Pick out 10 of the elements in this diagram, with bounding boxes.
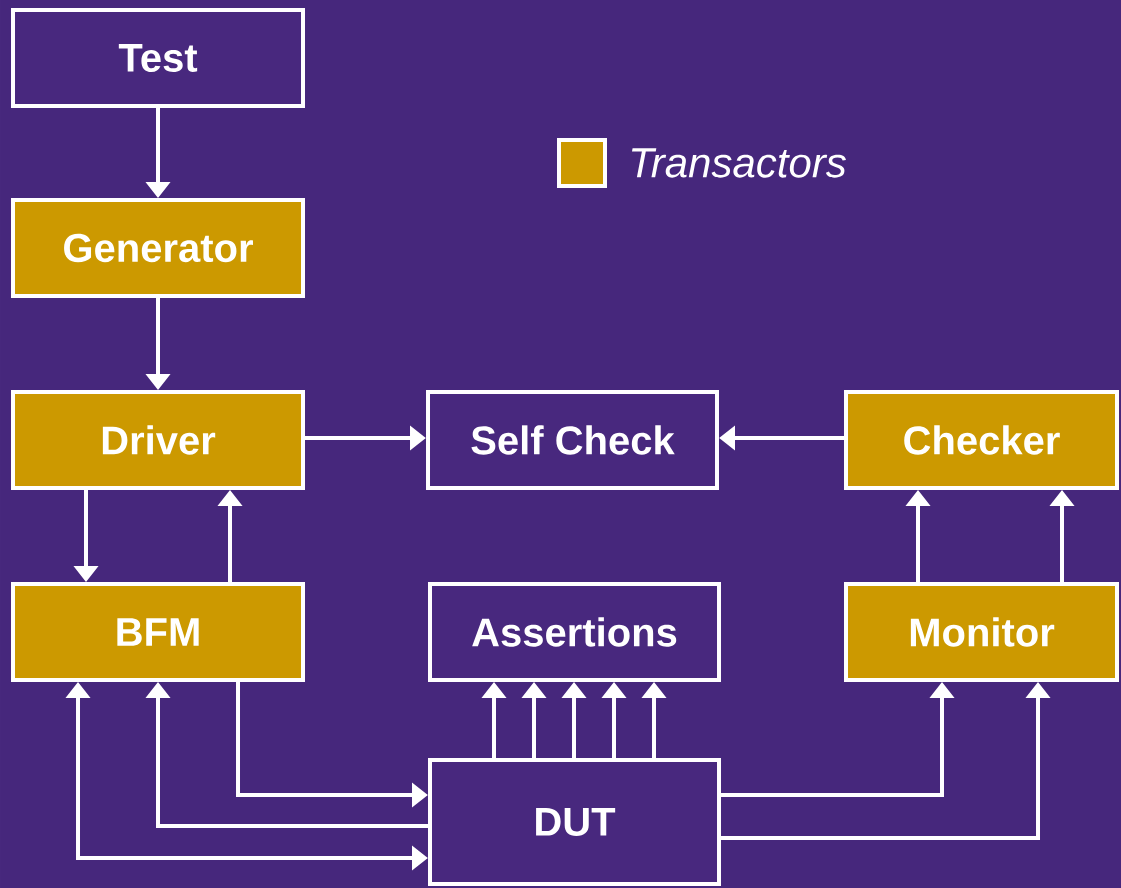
process-box: Assertions [428,582,721,682]
process-box: BFM [11,582,305,682]
process-box: Monitor [844,582,1119,682]
process-box: Driver [11,390,305,490]
process-box: Checker [844,390,1119,490]
process-box: DUT [428,758,721,886]
process-box: Test [11,8,305,108]
process-box: Self Check [426,390,719,490]
legend-text: Transactors [632,148,846,178]
process-box: Generator [11,198,305,298]
